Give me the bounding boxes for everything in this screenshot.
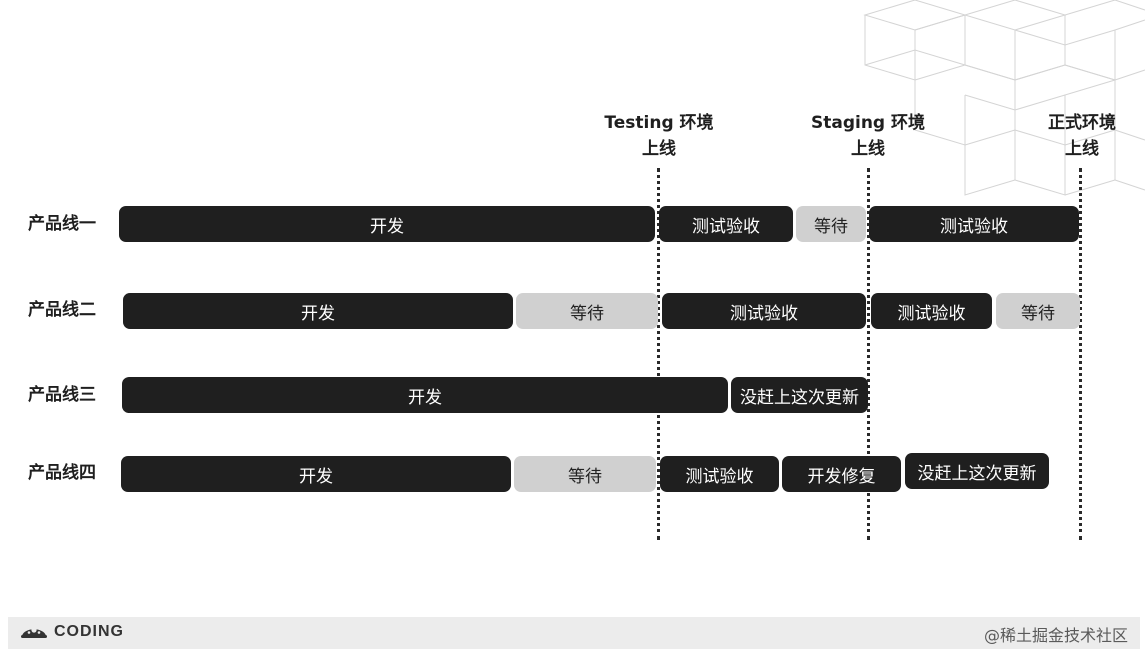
milestone-testing-label: Testing 环境 上线	[597, 110, 721, 162]
coding-logo-text: CODING	[54, 623, 124, 640]
row2-wait2-bar: 等待	[996, 293, 1080, 329]
product-line-2-label: 产品线二	[28, 300, 96, 320]
row2-wait-bar: 等待	[516, 293, 658, 329]
row4-wait-bar: 等待	[514, 456, 656, 492]
milestone-staging-line2: 上线	[851, 139, 885, 159]
milestone-staging-label: Staging 环境 上线	[806, 110, 930, 162]
product-line-3-label: 产品线三	[28, 385, 96, 405]
row4-dev-bar: 开发	[121, 456, 511, 492]
row1-test2-bar: 测试验收	[869, 206, 1079, 242]
milestone-staging-divider	[867, 168, 870, 540]
coding-logo-icon	[20, 622, 48, 642]
row4-test-bar: 测试验收	[660, 456, 779, 492]
coding-logo: CODING	[20, 622, 124, 642]
milestone-staging-line1: Staging 环境	[810, 113, 926, 133]
footer-bar: CODING @稀土掘金技术社区	[8, 617, 1140, 649]
row3-missed-bar: 没赶上这次更新	[731, 377, 868, 413]
milestone-production-divider	[1079, 168, 1082, 540]
milestone-production-label: 正式环境 上线	[1034, 110, 1130, 162]
row4-fix-bar: 开发修复	[782, 456, 901, 492]
row4-missed-bar: 没赶上这次更新	[905, 453, 1049, 489]
row2-test2-bar: 测试验收	[871, 293, 992, 329]
product-line-1-label: 产品线一	[28, 214, 96, 234]
milestone-production-line1: 正式环境	[1048, 113, 1116, 133]
milestone-testing-line2: 上线	[642, 139, 676, 159]
product-line-4-label: 产品线四	[28, 463, 96, 483]
juejin-watermark: @稀土掘金技术社区	[983, 626, 1128, 645]
row1-test-bar: 测试验收	[659, 206, 793, 242]
row1-dev-bar: 开发	[119, 206, 655, 242]
row3-dev-bar: 开发	[122, 377, 728, 413]
milestone-testing-divider	[657, 168, 660, 540]
row1-wait-bar: 等待	[796, 206, 866, 242]
milestone-testing-line1: Testing 环境	[604, 113, 714, 133]
cube-lattice-decoration	[863, 0, 1145, 196]
milestone-production-line2: 上线	[1065, 139, 1099, 159]
row2-test-bar: 测试验收	[662, 293, 866, 329]
row2-dev-bar: 开发	[123, 293, 513, 329]
